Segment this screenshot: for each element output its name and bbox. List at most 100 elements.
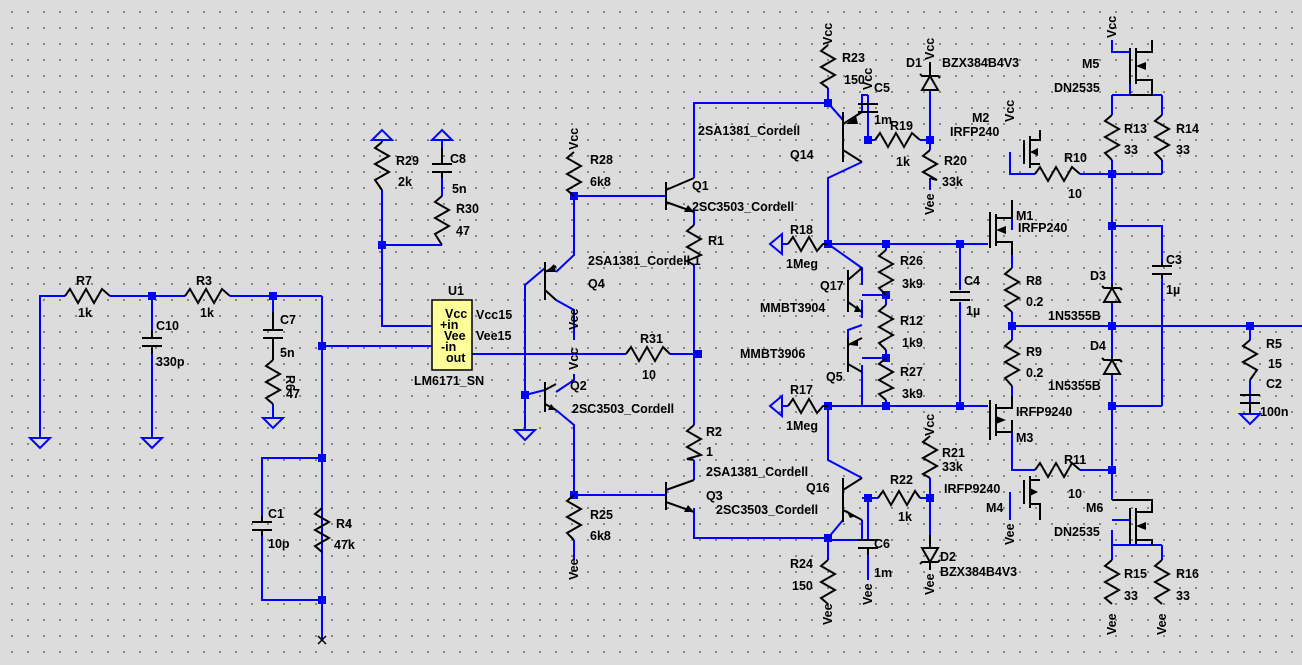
- resistor-r19: [874, 130, 921, 150]
- label-r11-value: 10: [1068, 487, 1082, 501]
- label-q5-ref: Q5: [826, 370, 843, 384]
- label-r12-ref: R12: [900, 314, 923, 328]
- label-vcc-r21: Vcc: [923, 414, 937, 436]
- label-r9-ref: R9: [1026, 345, 1042, 359]
- label-r6-ref: R6: [283, 375, 297, 391]
- zener-d3: [1101, 284, 1123, 303]
- label-vee-r16: Vee: [1155, 613, 1169, 635]
- resistor-r3: [184, 286, 231, 306]
- transistor-q17: [847, 267, 863, 313]
- label-r17-ref: R17: [790, 383, 813, 397]
- label-r21-value: 33k: [942, 460, 963, 474]
- label-r18-ref: R18: [790, 223, 813, 237]
- label-u1-pin-plus-in: +in: [440, 318, 458, 332]
- label-q16-part: 2SA1381_Cordell: [706, 465, 808, 479]
- label-vee-r25: Vee: [567, 558, 581, 580]
- label-d1-ref: D1: [906, 56, 922, 70]
- label-r16-ref: R16: [1176, 567, 1199, 581]
- label-c8-ref: C8: [450, 152, 466, 166]
- resistor-r16: [1152, 559, 1172, 605]
- label-r22-ref: R22: [890, 473, 913, 487]
- resistor-r27: [876, 357, 896, 401]
- transistor-q14: [842, 111, 863, 163]
- label-u1-pin-minus-in: -in: [441, 340, 456, 354]
- label-r10-value: 10: [1068, 187, 1082, 201]
- label-d4-ref: D4: [1090, 339, 1106, 353]
- label-d4-part: 1N5355B: [1048, 379, 1101, 393]
- label-u1-vcc15: Vcc15: [476, 308, 512, 322]
- label-r12-value: 1k9: [902, 336, 923, 350]
- label-r14-ref: R14: [1176, 122, 1199, 136]
- label-r3-value: 1k: [200, 306, 214, 320]
- label-r30-ref: R30: [456, 202, 479, 216]
- label-q5-part: MMBT3906: [740, 347, 805, 361]
- resistor-r13: [1102, 114, 1122, 161]
- label-q4-ref: Q4: [588, 277, 605, 291]
- label-r27-value: 3k9: [902, 387, 923, 401]
- mosfet-m2: [1023, 130, 1041, 168]
- label-vcc-r23: Vcc: [821, 23, 835, 45]
- label-vee-m4: Vee: [1003, 523, 1017, 545]
- resistor-r17: [787, 396, 828, 416]
- label-r23-value: 150: [844, 73, 865, 87]
- label-vcc-q2: Vcc: [567, 348, 581, 370]
- mosfet-m6: [1112, 499, 1153, 545]
- label-q14-part: 2SA1381_Cordell: [698, 124, 800, 138]
- label-r24-ref: R24: [790, 557, 813, 571]
- resistor-r2: [684, 424, 704, 461]
- transistor-q2: [544, 382, 557, 412]
- label-r26-value: 3k9: [902, 277, 923, 291]
- label-vee-d2: Vee: [923, 573, 937, 595]
- resistor-r14: [1152, 114, 1172, 161]
- label-m4-ref: M4: [986, 501, 1003, 515]
- resistor-r15: [1102, 559, 1122, 605]
- resistor-r21: [920, 435, 940, 479]
- label-r11-ref: R11: [1064, 453, 1086, 467]
- label-c4-value: 1µ: [966, 304, 980, 318]
- label-m5-ref: M5: [1082, 57, 1099, 71]
- resistor-r23: [818, 44, 838, 89]
- label-r23-ref: R23: [842, 51, 865, 65]
- label-m1-part: IRFP240: [1018, 221, 1067, 235]
- label-r5-value: 15: [1268, 357, 1282, 371]
- label-q3-part: 2SC3503_Cordell: [716, 503, 818, 517]
- transistor-q3: [665, 479, 695, 513]
- label-q2-part: 2SC3503_Cordell: [572, 402, 674, 416]
- resistor-r18: [787, 234, 828, 254]
- label-c6-ref: C6: [874, 537, 890, 551]
- label-m3-ref: M3: [1016, 431, 1033, 445]
- resistor-r28: [564, 151, 584, 197]
- label-r28-ref: R28: [590, 153, 613, 167]
- label-m3-part: IRFP9240: [1016, 405, 1072, 419]
- transistor-q16: [842, 477, 863, 522]
- resistor-r30: [432, 195, 452, 246]
- label-q3-ref: Q3: [706, 489, 723, 503]
- transistor-q4: [544, 262, 557, 301]
- label-vcc-r28: Vcc: [567, 128, 581, 150]
- label-c3-ref: C3: [1166, 253, 1182, 267]
- label-r10-ref: R10: [1064, 151, 1087, 165]
- resistor-r10: [1034, 164, 1081, 184]
- label-d1-part: BZX384B4V3: [942, 56, 1019, 70]
- label-r31-value: 10: [642, 368, 656, 382]
- label-r29-ref: R29: [396, 154, 419, 168]
- label-vcc-d1: Vcc: [923, 38, 937, 60]
- label-u1-vee15: Vee15: [476, 329, 512, 343]
- label-u1-pin-vcc: Vcc: [445, 307, 467, 321]
- label-r18-value: 1Meg: [786, 257, 818, 271]
- resistor-r25: [564, 494, 584, 541]
- resistor-r4: [312, 507, 332, 553]
- label-m6-part: DN2535: [1054, 525, 1100, 539]
- capacitor-c8: [432, 148, 452, 178]
- label-r16-value: 33: [1176, 589, 1190, 603]
- label-c1-ref: C1: [268, 507, 284, 521]
- resistor-r1: [684, 224, 704, 266]
- capacitor-c1: [252, 516, 272, 536]
- label-q14-ref: Q14: [790, 148, 814, 162]
- mosfet-m1: [989, 200, 1013, 255]
- label-r15-ref: R15: [1124, 567, 1147, 581]
- label-r21-ref: R21: [942, 446, 965, 460]
- label-d3-ref: D3: [1090, 269, 1106, 283]
- label-r14-value: 33: [1176, 143, 1190, 157]
- transistor-q5: [847, 337, 863, 373]
